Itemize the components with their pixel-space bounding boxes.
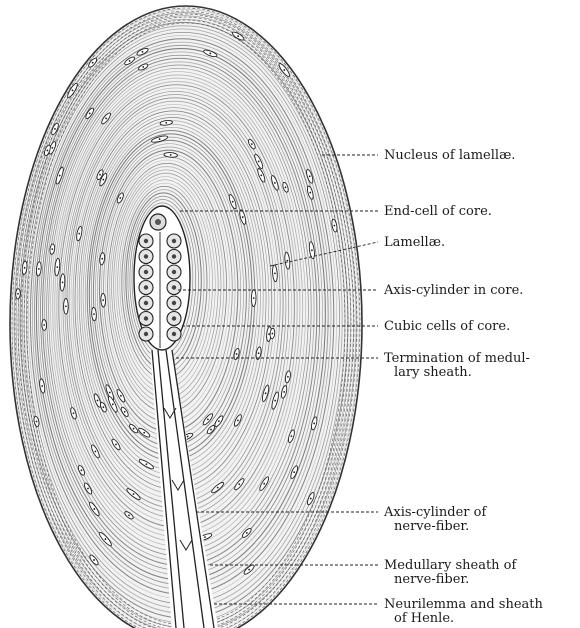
lamella-nucleus: [101, 293, 106, 307]
lamella-nucleus: [270, 328, 276, 339]
label-axis-core: Axis-cylinder in core.: [383, 283, 523, 298]
cubic-cell-nucleus: [144, 239, 148, 243]
annotation-labels: Nucleus of lamellæ. End-cell of core. Lame…: [383, 148, 543, 626]
end-cell-nucleus: [155, 219, 161, 225]
label-line: Nucleus of lamellæ.: [384, 148, 515, 163]
label-medullary: Medullary sheath ofnerve-fiber.: [384, 558, 517, 587]
label-termination: Termination of medul-lary sheath.: [384, 351, 530, 380]
cubic-cell-nucleus: [172, 270, 176, 274]
lamella-nucleus: [91, 307, 97, 321]
label-nucleus: Nucleus of lamellæ.: [384, 148, 515, 163]
cubic-cell-nucleus: [144, 332, 148, 336]
label-line: Medullary sheath of: [384, 558, 517, 573]
label-line: Axis-cylinder of: [383, 505, 487, 520]
cubic-cell-nucleus: [172, 301, 176, 305]
label-end-cell: End-cell of core.: [384, 204, 492, 219]
lamella-nucleus: [251, 290, 256, 307]
label-line: nerve-fiber.: [394, 519, 469, 534]
label-line: End-cell of core.: [384, 204, 492, 219]
cubic-cell-nucleus: [172, 332, 176, 336]
cubic-cell-nucleus: [144, 254, 148, 258]
cubic-cell-nucleus: [172, 285, 176, 289]
label-line: Axis-cylinder in core.: [383, 283, 523, 298]
lamella-nucleus: [42, 320, 47, 331]
label-line: Neurilemma and sheath: [384, 597, 543, 612]
label-line: Termination of medul-: [384, 351, 530, 366]
label-line: of Henle.: [394, 611, 454, 626]
cubic-cell-nucleus: [172, 316, 176, 320]
label-neurilemma: Neurilemma and sheathof Henle.: [384, 597, 543, 626]
lamella-nucleus: [15, 289, 20, 299]
label-cubic-cells: Cubic cells of core.: [384, 319, 510, 334]
label-line: Lamellæ.: [384, 235, 445, 250]
lamella-nucleus: [64, 298, 69, 314]
label-lamellae: Lamellæ.: [384, 235, 445, 250]
inner-core: [134, 206, 190, 350]
cubic-cell-nucleus: [172, 254, 176, 258]
cubic-cell-nucleus: [144, 270, 148, 274]
cubic-cell-nucleus: [144, 301, 148, 305]
cubic-cell-nucleus: [172, 239, 176, 243]
cubic-cell-nucleus: [144, 316, 148, 320]
label-line: nerve-fiber.: [394, 572, 469, 587]
label-line: Cubic cells of core.: [384, 319, 510, 334]
cubic-cell-nucleus: [144, 285, 148, 289]
label-line: lary sheath.: [394, 365, 472, 380]
